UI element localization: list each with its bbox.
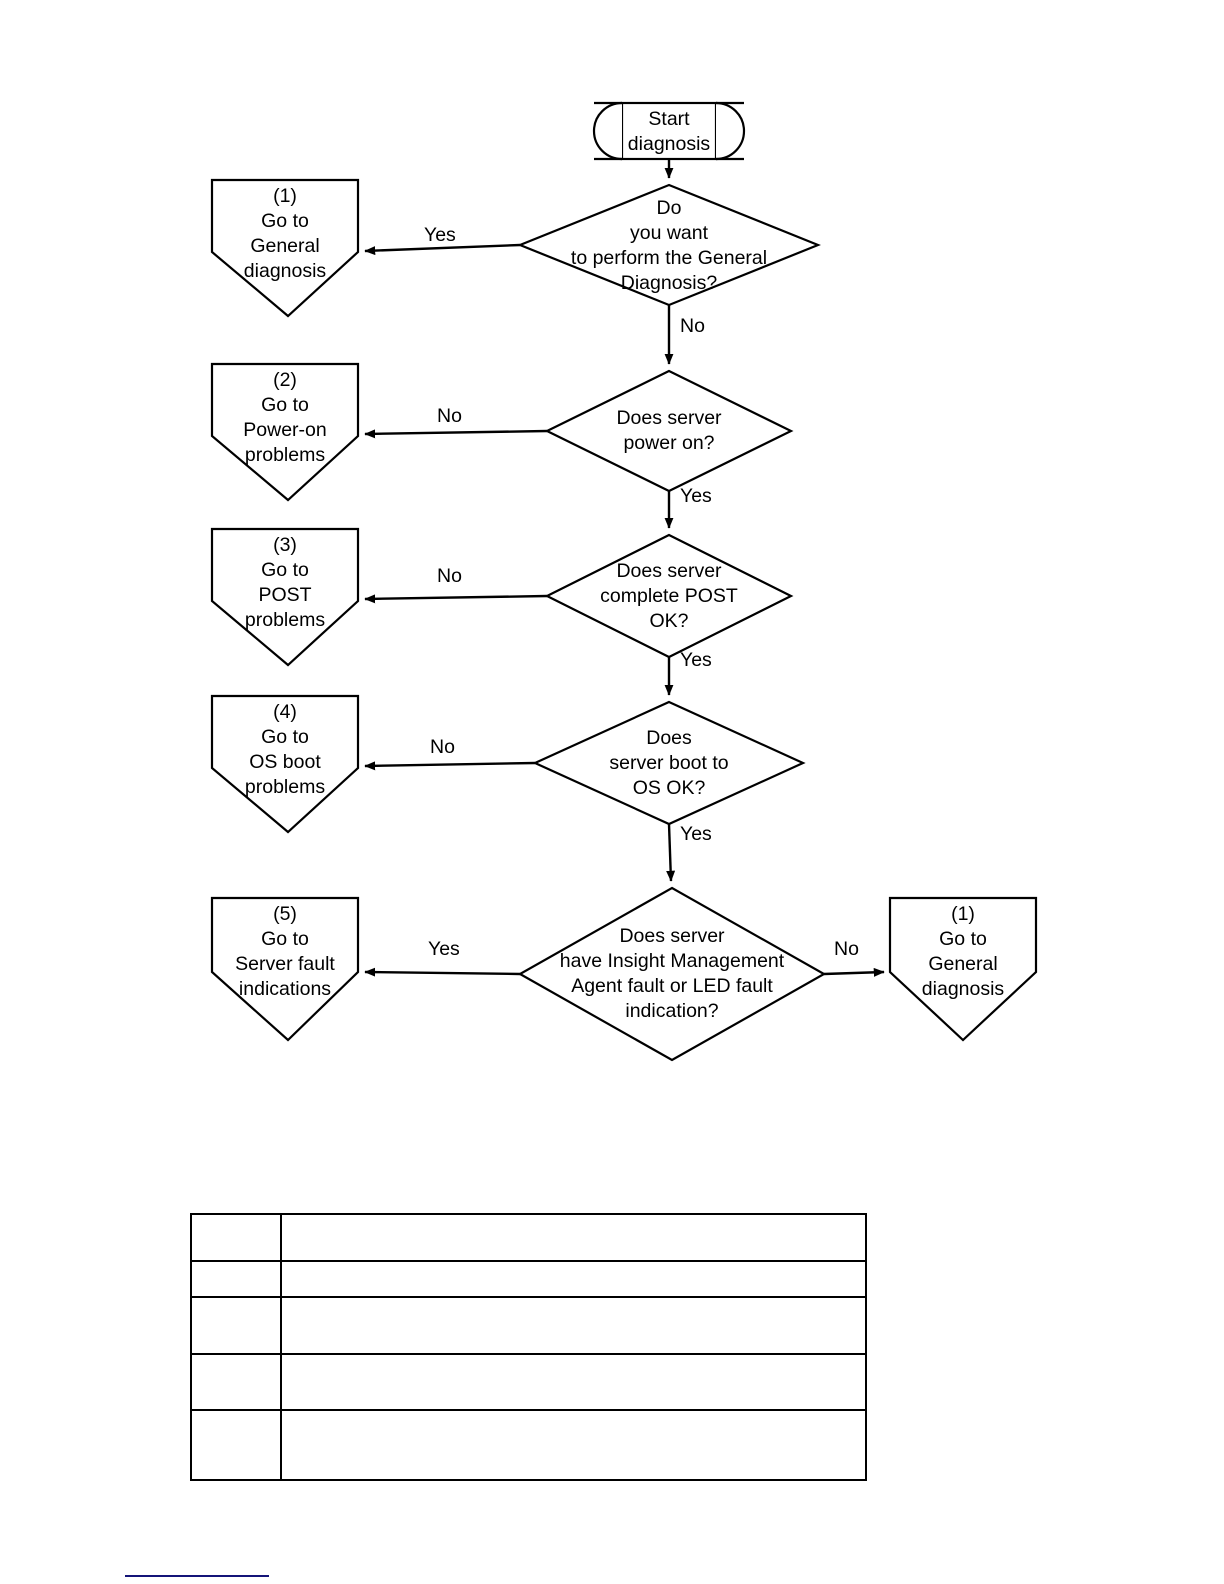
edge-label-d3-no: No bbox=[437, 565, 462, 587]
table-cell[interactable] bbox=[190, 1213, 282, 1262]
node-start bbox=[592, 101, 746, 161]
node-offpage-server-fault-indications bbox=[210, 896, 360, 1042]
edge-label-d1-yes: Yes bbox=[424, 224, 456, 246]
node-offpage-power-on-problems bbox=[210, 362, 360, 502]
table-cell[interactable] bbox=[190, 1409, 282, 1481]
node-decision-os-boot bbox=[532, 700, 806, 826]
node-decision-power-on bbox=[544, 369, 794, 493]
table-row bbox=[190, 1353, 867, 1411]
edge-label-d4-no: No bbox=[430, 736, 455, 758]
connector-d4-yes-to-d5 bbox=[666, 823, 676, 882]
table-row bbox=[190, 1213, 867, 1262]
edge-label-d2-yes: Yes bbox=[680, 485, 712, 507]
connector-d5-yes-to-p5 bbox=[364, 967, 521, 977]
table-cell[interactable] bbox=[280, 1213, 867, 1262]
connector-d3-no-to-p3 bbox=[364, 594, 548, 604]
table-cell[interactable] bbox=[190, 1296, 282, 1355]
blank-table bbox=[190, 1213, 867, 1481]
node-offpage-post-problems bbox=[210, 527, 360, 667]
connector-d1-yes-to-p1 bbox=[364, 243, 521, 256]
connector-d4-no-to-p4 bbox=[364, 761, 536, 771]
footnote-separator-rule bbox=[125, 1575, 269, 1577]
table-row bbox=[190, 1409, 867, 1481]
node-decision-post bbox=[544, 533, 794, 659]
table-cell[interactable] bbox=[190, 1260, 282, 1298]
connector-d2-no-to-p2 bbox=[364, 429, 548, 439]
edge-label-d2-no: No bbox=[437, 405, 462, 427]
table-cell[interactable] bbox=[280, 1296, 867, 1355]
table-row bbox=[190, 1260, 867, 1298]
table-cell[interactable] bbox=[280, 1409, 867, 1481]
table-cell[interactable] bbox=[280, 1260, 867, 1298]
node-decision-fault-indication bbox=[517, 886, 827, 1062]
table-row bbox=[190, 1296, 867, 1355]
edge-label-d4-yes: Yes bbox=[680, 823, 712, 845]
edge-label-d5-no: No bbox=[834, 938, 859, 960]
node-decision-general-diagnosis bbox=[517, 183, 821, 307]
node-offpage-general-diagnosis-1 bbox=[210, 178, 360, 318]
table-cell[interactable] bbox=[190, 1353, 282, 1411]
connector-d5-no-to-p6 bbox=[823, 967, 885, 977]
edge-label-d5-yes: Yes bbox=[428, 938, 460, 960]
blank-table-wrapper bbox=[190, 1213, 867, 1481]
edge-label-d1-no: No bbox=[680, 315, 705, 337]
edge-label-d3-yes: Yes bbox=[680, 649, 712, 671]
blank-table-body bbox=[190, 1213, 867, 1481]
node-offpage-general-diagnosis-2 bbox=[888, 896, 1038, 1042]
table-cell[interactable] bbox=[280, 1353, 867, 1411]
node-offpage-os-boot-problems bbox=[210, 694, 360, 834]
